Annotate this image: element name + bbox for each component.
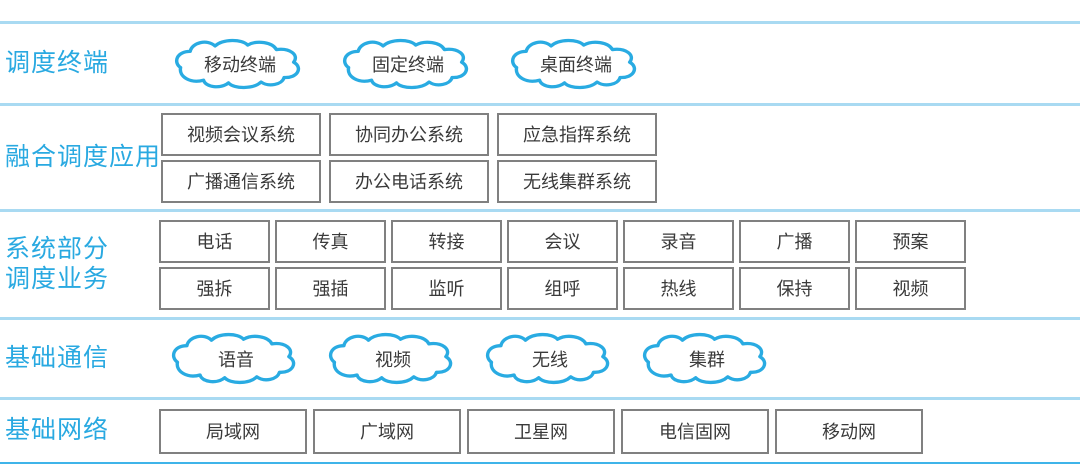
service-box: 保持 [739,266,850,310]
terminal-clouds-group: 移动终端 固定终端 桌面终端 [171,37,645,91]
cloud-trunking: 集群 [639,331,775,386]
communication-clouds-group: 语音 视频 无线 集群 [168,331,775,386]
cloud-outline-icon [171,332,296,385]
network-box: 卫星网 [467,408,615,454]
layer-communications: 基础通信 语音 视频 无线 集群 [0,317,1080,397]
service-box: 会议 [507,219,618,263]
layer-label-text: 基础网络 [5,416,110,445]
cloud-label: 桌面终端 [540,54,612,75]
cloud-mobile-terminal: 移动终端 [171,37,309,91]
application-box: 办公电话系统 [329,159,490,203]
service-box: 监听 [391,266,502,310]
service-box: 热线 [623,266,734,310]
network-box: 移动网 [775,408,923,454]
cloud-label: 语音 [218,349,254,370]
cloud-label: 视频 [375,349,411,370]
service-box: 录音 [623,219,734,263]
layer-label-communications: 基础通信 [0,344,159,374]
application-box: 广播通信系统 [161,159,322,203]
service-box: 组呼 [507,266,618,310]
layer-terminals: 调度终端 移动终端 固定终端 桌面终端 [0,21,1080,103]
service-box: 电话 [159,219,270,263]
service-box: 强插 [275,266,386,310]
application-box: 协同办公系统 [329,112,490,156]
service-boxes-group: 电话 传真 转接 会议 录音 广播 预案 强拆 强插 监听 组呼 热线 保持 视… [159,219,966,310]
cloud-label: 固定终端 [372,54,444,75]
network-box: 广域网 [313,408,461,454]
cloud-outline-icon [642,332,767,385]
cloud-label: 移动终端 [204,54,276,75]
application-box: 无线集群系统 [497,159,658,203]
layer-label-applications: 融合调度应用 [0,143,161,173]
application-boxes-group: 视频会议系统 协同办公系统 应急指挥系统 广播通信系统 办公电话系统 无线集群系… [161,112,658,203]
layer-networks: 基础网络 局域网 广域网 卫星网 电信固网 移动网 [0,397,1080,462]
service-box: 强拆 [159,266,270,310]
service-box: 传真 [275,219,386,263]
layer-label-text: 融合调度应用 [5,142,162,171]
layer-label-text: 基础通信 [5,343,110,372]
layer-applications: 融合调度应用 视频会议系统 协同办公系统 应急指挥系统 广播通信系统 办公电话系… [0,103,1080,209]
application-box: 应急指挥系统 [497,112,658,156]
service-box: 视频 [855,266,966,310]
cloud-video: 视频 [325,331,461,386]
network-box: 电信固网 [621,408,769,454]
layer-label-terminals: 调度终端 [0,49,159,79]
layer-services: 系统部分 调度业务 电话 传真 转接 会议 录音 广播 预案 强拆 强插 监听 … [0,209,1080,317]
application-box: 视频会议系统 [161,112,322,156]
cloud-outline-icon [510,38,637,89]
cloud-outline-icon [342,38,469,89]
cloud-fixed-terminal: 固定终端 [339,37,477,91]
cloud-voice: 语音 [168,331,304,386]
cloud-outline-icon [174,38,301,89]
bottom-divider [0,462,1080,464]
cloud-label: 无线 [532,349,568,370]
cloud-wireless: 无线 [482,331,618,386]
cloud-outline-icon [485,332,610,385]
network-boxes-group: 局域网 广域网 卫星网 电信固网 移动网 [159,408,923,454]
service-box: 广播 [739,219,850,263]
layer-label-text-line2: 调度业务 [5,264,110,293]
cloud-label: 集群 [689,349,725,370]
layer-label-text: 调度终端 [5,48,110,77]
service-box: 预案 [855,219,966,263]
layer-label-services: 系统部分 调度业务 [0,235,159,294]
cloud-outline-icon [328,332,453,385]
service-box: 转接 [391,219,502,263]
layer-label-text-line1: 系统部分 [5,235,110,263]
network-box: 局域网 [159,408,307,454]
cloud-desktop-terminal: 桌面终端 [507,37,645,91]
layer-label-networks: 基础网络 [0,416,159,446]
